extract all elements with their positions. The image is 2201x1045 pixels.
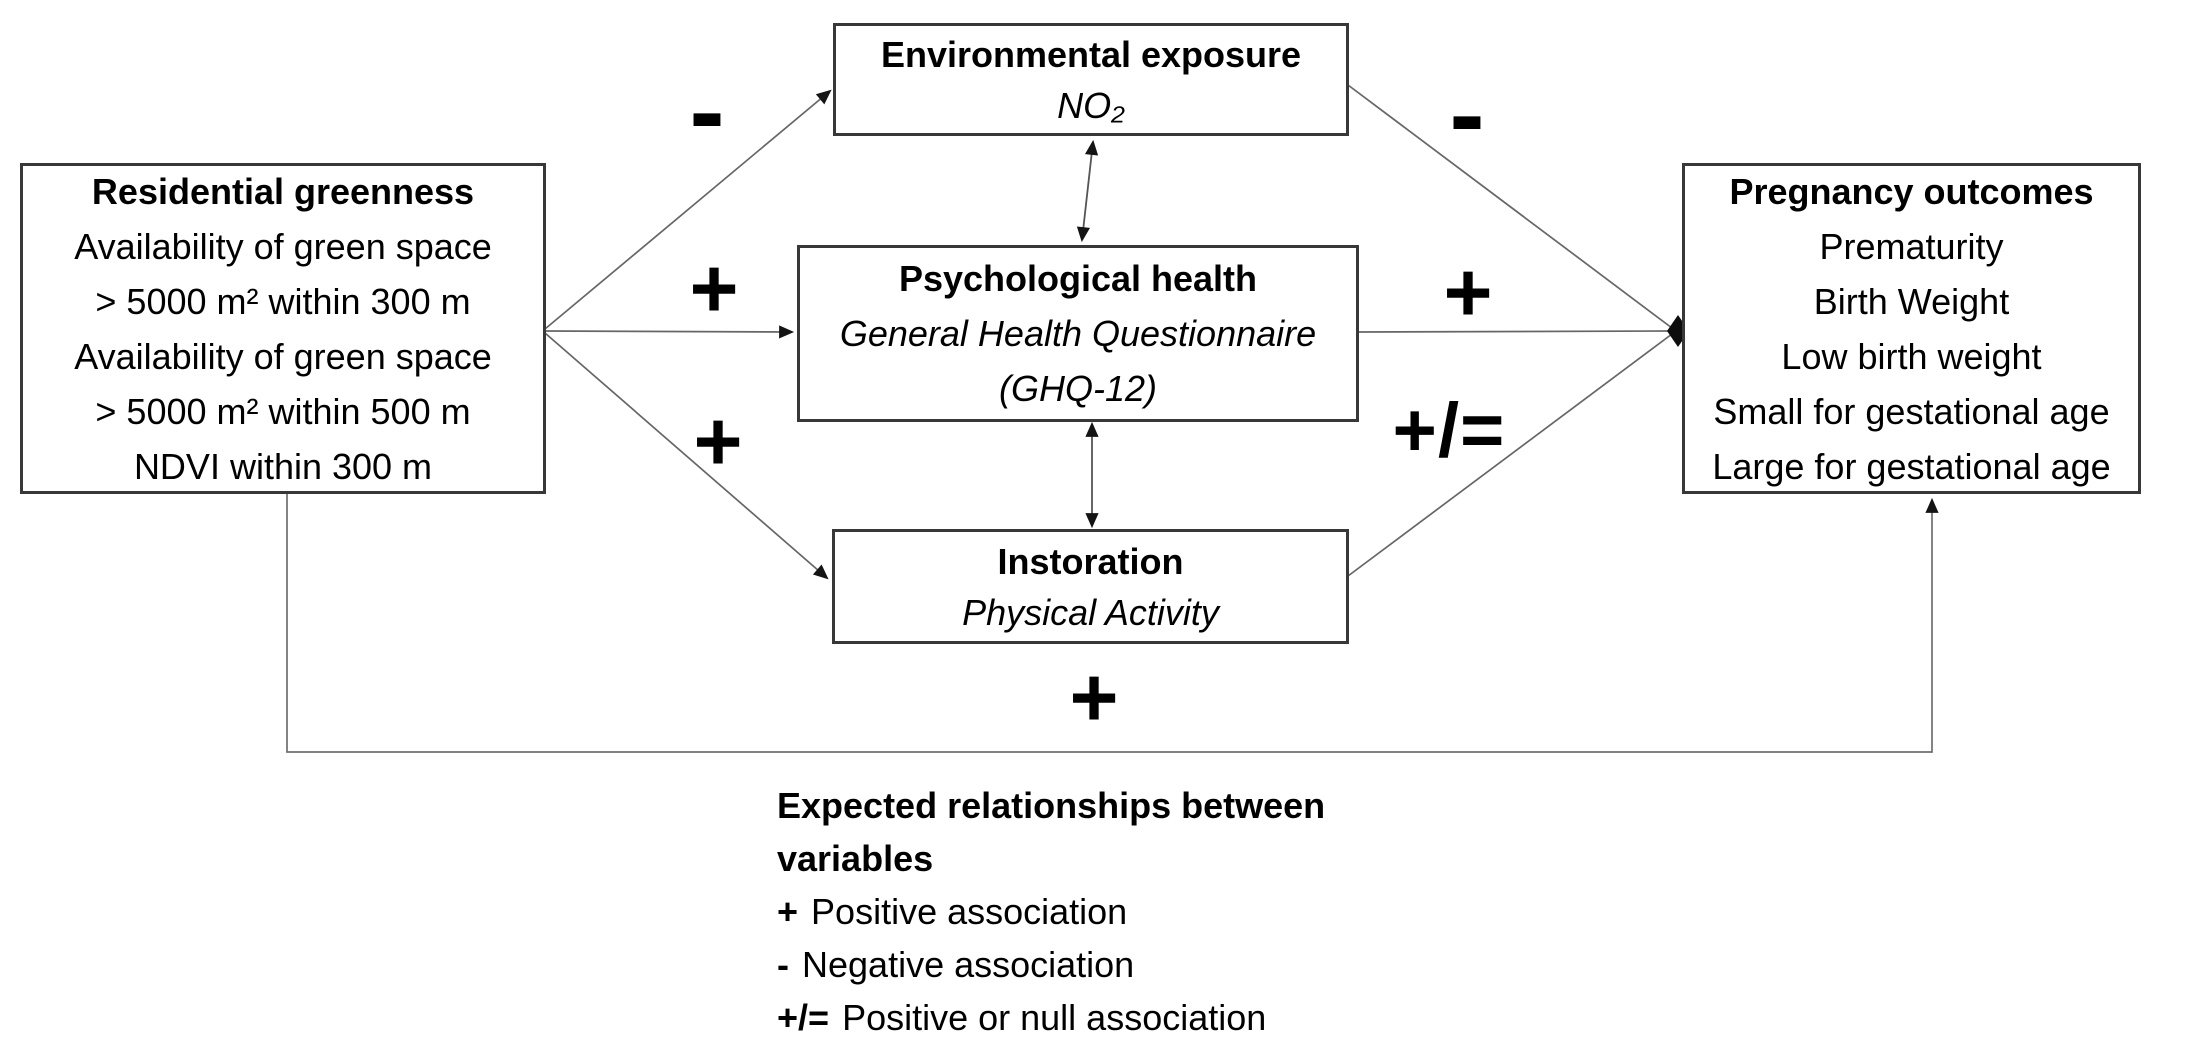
box-pregnancy-outcomes-line: Birth Weight	[1813, 280, 2010, 322]
edge-greenness-instoration	[544, 332, 829, 580]
legend-title: variables	[777, 838, 934, 879]
legend-item-positive: + Positive association	[777, 885, 1325, 938]
box-psychological-health-subtitle: General Health Questionnaire	[839, 313, 1317, 354]
box-residential-greenness-title: Residential greenness	[91, 170, 475, 212]
legend-item-negative: -Negative association	[777, 938, 1325, 991]
legend-text: Negative association	[802, 944, 1135, 985]
edge-label-greenness-psychological: +	[689, 241, 739, 335]
box-psychological-health: Psychological health General Health Ques…	[797, 245, 1359, 422]
box-residential-greenness-line: Availability of green space	[74, 225, 492, 267]
box-residential-greenness-line: > 5000 m² within 500 m	[95, 390, 471, 432]
box-residential-greenness-line: Availability of green space	[74, 335, 492, 377]
legend-title: Expected relationships between	[777, 785, 1326, 826]
legend-item-positive-or-null: +/= Positive or null association	[777, 991, 1325, 1044]
box-pregnancy-outcomes-line: Prematurity	[1819, 225, 2004, 267]
box-environmental-exposure-title: Environmental exposure	[880, 33, 1302, 75]
box-pregnancy-outcomes: Pregnancy outcomes Prematurity Birth Wei…	[1682, 163, 2141, 494]
box-instoration-subtitle: Physical Activity	[962, 591, 1219, 633]
box-psychological-health-subtitle: (GHQ-12)	[998, 368, 1157, 409]
box-pregnancy-outcomes-line: Low birth weight	[1781, 335, 2042, 377]
box-pregnancy-outcomes-line: Large for gestational age	[1712, 445, 2111, 487]
box-environmental-exposure-subtitle: NO₂	[1057, 84, 1125, 126]
edge-greenness-environment	[544, 89, 832, 330]
box-pregnancy-outcomes-title: Pregnancy outcomes	[1729, 170, 2094, 212]
box-residential-greenness-line: > 5000 m² within 300 m	[95, 280, 471, 322]
legend-text: Positive or null association	[842, 997, 1267, 1038]
edge-label-psychological-outcomes: +	[1443, 245, 1493, 339]
box-instoration: Instoration Physical Activity	[832, 529, 1349, 644]
edge-greenness-psychological	[544, 325, 795, 339]
edge-label-greenness-outcomes-direct: +	[1069, 650, 1119, 744]
legend-symbol-plus: +	[777, 891, 799, 932]
edge-greenness-outcomes-direct	[286, 493, 1939, 753]
box-instoration-title: Instoration	[997, 540, 1184, 582]
legend: Expected relationships between variables…	[777, 779, 1325, 1044]
box-residential-greenness: Residential greenness Availability of gr…	[20, 163, 546, 494]
legend-symbol-minus: -	[777, 944, 789, 985]
edge-label-environment-outcomes: -	[1449, 55, 1485, 173]
edge-environment-outcomes	[1347, 84, 1673, 329]
box-psychological-health-title: Psychological health	[898, 258, 1258, 299]
box-pregnancy-outcomes-line: Small for gestational age	[1713, 390, 2110, 432]
box-residential-greenness-line: NDVI within 300 m	[133, 445, 433, 487]
edge-psychological-outcomes	[1357, 330, 1673, 333]
edge-environment-psychological-bidirectional	[1076, 139, 1099, 243]
edge-label-greenness-instoration: +	[693, 394, 743, 488]
edge-instoration-outcomes	[1347, 333, 1673, 577]
edge-label-greenness-environment: -	[689, 52, 725, 170]
legend-text: Positive association	[811, 891, 1128, 932]
box-environmental-exposure: Environmental exposure NO₂	[833, 23, 1349, 136]
legend-symbol-plus-or-equal: +/=	[777, 997, 830, 1038]
edge-label-instoration-outcomes: +/=	[1392, 388, 1506, 473]
